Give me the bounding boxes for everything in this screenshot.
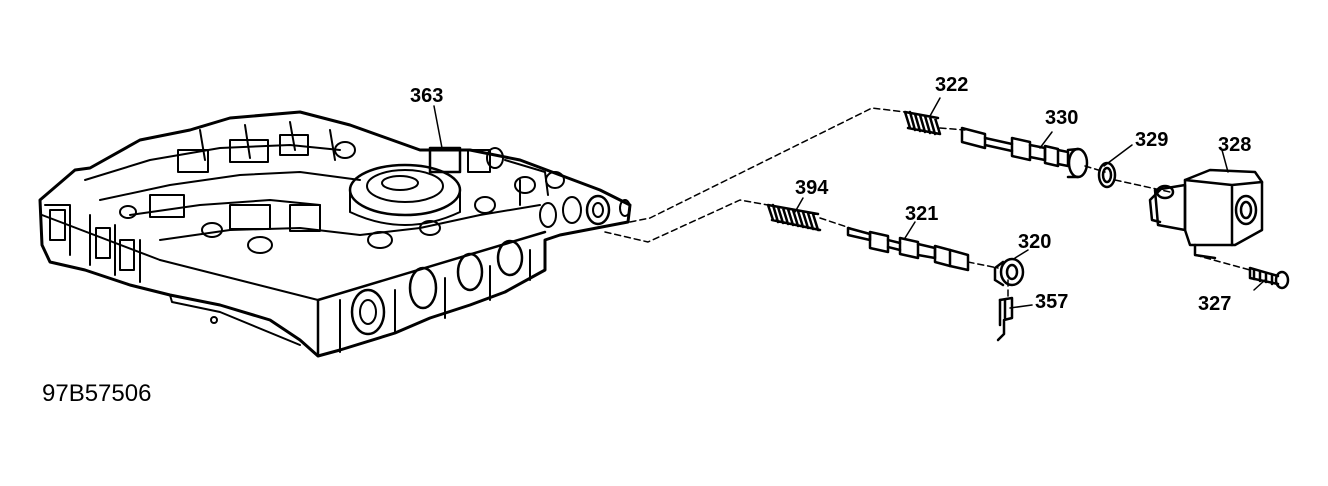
leader-lines [433,97,1266,291]
callout-328: 328 [1218,134,1252,156]
callout-327: 327 [1198,293,1232,315]
callout-394: 394 [795,177,829,199]
valve-321 [846,226,970,272]
callout-322: 322 [935,74,969,96]
figure-code: 97B57506 [42,380,152,407]
spring-322 [903,110,942,136]
callout-363: 363 [410,85,444,107]
clip-357 [996,296,1033,342]
callout-357: 357 [1035,291,1069,313]
callout-330: 330 [1045,107,1079,129]
valve-330 [960,126,1070,168]
plug-329-area [1066,144,1133,189]
plug-320 [993,249,1029,287]
spring-394 [766,203,822,232]
solenoid-328 [1148,149,1264,260]
bolt-327 [1248,266,1290,290]
callout-321: 321 [905,203,939,225]
callout-329: 329 [1135,129,1169,151]
callout-320: 320 [1018,231,1052,253]
valve-body [38,110,632,358]
